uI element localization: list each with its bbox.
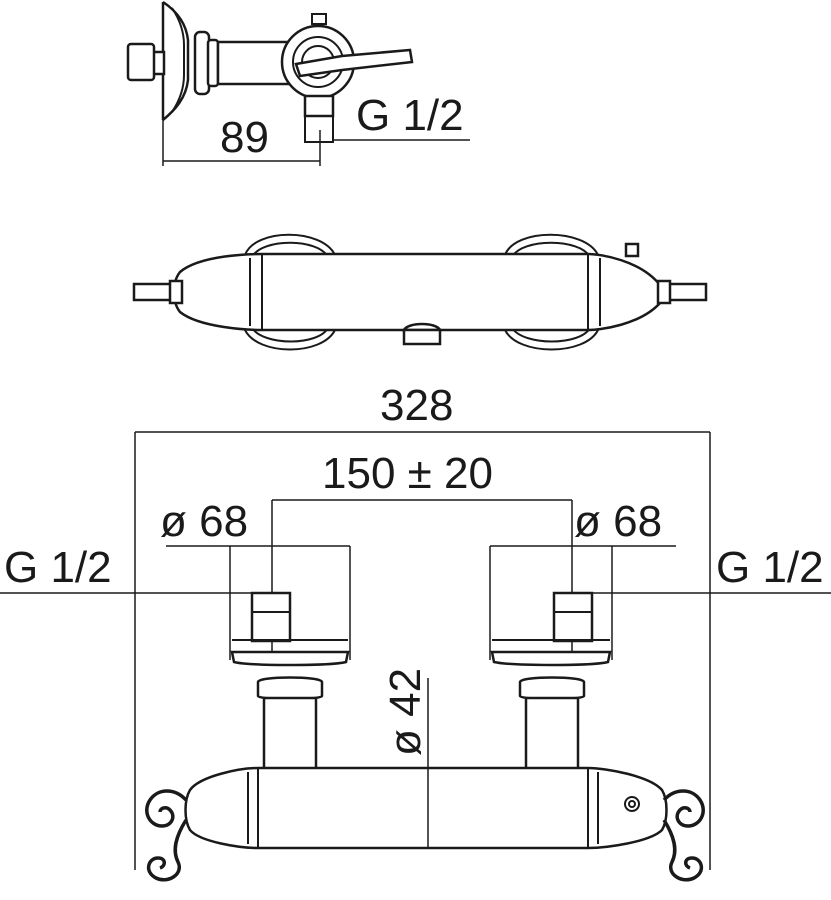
front-view [0, 431, 831, 882]
center-distance-dimension: 150 ± 20 [322, 449, 493, 498]
left-thread-label: G 1/2 [4, 543, 112, 592]
right-thread-label: G 1/2 [716, 543, 824, 592]
top-view [132, 233, 708, 351]
side-thread-label: G 1/2 [356, 91, 464, 140]
overall-width-dimension: 328 [380, 381, 453, 430]
left-flange-diameter: ø 68 [160, 497, 248, 546]
right-flange-diameter: ø 68 [574, 497, 662, 546]
side-view [126, 0, 470, 166]
body-diameter: ø 42 [381, 668, 430, 756]
side-depth-dimension: 89 [220, 113, 269, 162]
